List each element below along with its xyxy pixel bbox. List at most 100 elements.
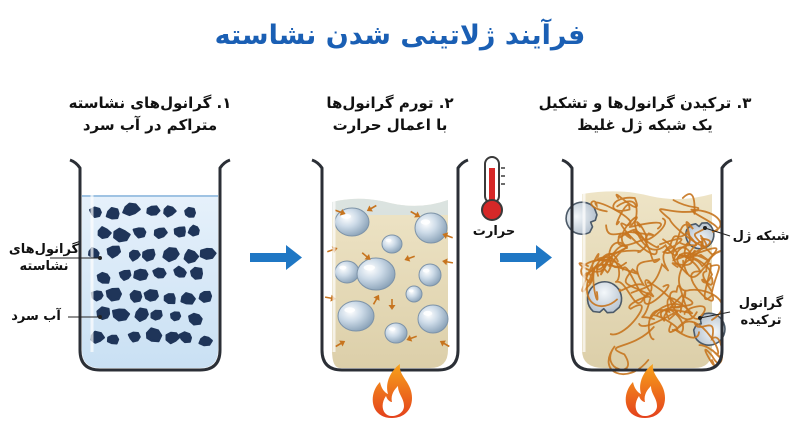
uptake-arrow bbox=[410, 210, 421, 218]
gel-strand bbox=[601, 221, 648, 274]
beaker-swelling bbox=[311, 158, 469, 372]
arrow-step-2-to-3 bbox=[500, 245, 552, 270]
uptake-arrow bbox=[366, 204, 377, 212]
starch-granule bbox=[199, 247, 217, 260]
starch-granule bbox=[105, 287, 122, 302]
starch-granule bbox=[152, 267, 167, 279]
starch-granule bbox=[112, 308, 131, 322]
starch-granule bbox=[129, 249, 141, 262]
swollen-granule bbox=[418, 263, 442, 287]
gel-strand bbox=[682, 240, 713, 300]
step-2-caption: ۲. تورم گرانول‌ها با اعمال حرارت bbox=[300, 92, 480, 136]
flame-icon bbox=[372, 364, 412, 418]
gel-strand bbox=[609, 295, 655, 336]
swollen-granule bbox=[381, 234, 403, 254]
starch-granule bbox=[146, 205, 161, 216]
label-starch-granules-line-2: نشاسته bbox=[19, 259, 69, 274]
starch-granule bbox=[198, 290, 213, 303]
starch-granule bbox=[187, 224, 200, 237]
starch-granule bbox=[162, 247, 180, 263]
starch-granule bbox=[106, 245, 121, 259]
starch-granule bbox=[178, 331, 192, 344]
gel-strand bbox=[607, 326, 655, 375]
starch-granule bbox=[134, 307, 149, 322]
starch-granule bbox=[127, 331, 141, 343]
uptake-arrow bbox=[442, 258, 454, 266]
gel-strand bbox=[608, 216, 662, 268]
starch-granule bbox=[97, 226, 112, 239]
starch-granule bbox=[188, 312, 203, 326]
starch-granule bbox=[163, 293, 176, 305]
starch-granule bbox=[142, 248, 156, 262]
swollen-granule bbox=[414, 212, 448, 244]
gel-strand bbox=[590, 200, 658, 255]
swollen-granules bbox=[334, 207, 449, 344]
gel-strand bbox=[676, 254, 720, 295]
swollen-granule bbox=[384, 322, 408, 344]
gel-strand bbox=[672, 199, 722, 233]
page-title: فرآیند ژلاتینی شدن نشاسته bbox=[214, 20, 586, 51]
starch-granule bbox=[190, 266, 203, 280]
gel-strand bbox=[612, 193, 638, 226]
burst-granule bbox=[565, 201, 598, 235]
label-starch-granules: گرانول‌های نشاسته bbox=[4, 241, 84, 275]
step-1-caption: ۱. گرانول‌های نشاسته متراکم در آب سرد bbox=[60, 92, 240, 136]
step-3-caption: ۳. ترکیدن گرانول‌ها و تشکیل یک شبکه ژل غ… bbox=[520, 92, 770, 136]
starch-granule bbox=[170, 311, 182, 322]
starch-granule bbox=[113, 227, 131, 243]
beaker-gel bbox=[561, 158, 733, 375]
starch-granule bbox=[122, 202, 141, 217]
uptake-arrow bbox=[335, 209, 346, 216]
uptake-arrow bbox=[406, 335, 417, 342]
starch-granules bbox=[88, 202, 217, 347]
gel-strand bbox=[659, 193, 708, 248]
gel-strand bbox=[596, 263, 655, 298]
starch-granule bbox=[150, 309, 163, 321]
swollen-granule bbox=[356, 257, 396, 291]
gel-strand bbox=[660, 290, 694, 323]
label-burst-granules-line-1: گرانول bbox=[738, 296, 784, 311]
starch-granule bbox=[145, 327, 163, 343]
starch-granule bbox=[133, 268, 149, 281]
gel-strand bbox=[659, 221, 694, 254]
starch-granule bbox=[173, 226, 186, 238]
step-1-line-1: ۱. گرانول‌های نشاسته bbox=[68, 94, 232, 112]
starch-granule bbox=[153, 227, 168, 239]
starch-granule bbox=[165, 331, 181, 345]
uptake-arrow bbox=[388, 299, 396, 310]
step-3-line-1: ۳. ترکیدن گرانول‌ها و تشکیل bbox=[538, 94, 752, 112]
gel-strand bbox=[678, 247, 724, 321]
starch-granule bbox=[106, 334, 120, 345]
gel-strand bbox=[647, 297, 694, 341]
step-2-line-2: با اعمال حرارت bbox=[332, 116, 448, 134]
gel-strand bbox=[669, 284, 706, 321]
starch-granule bbox=[132, 227, 147, 239]
label-starch-granules-line-1: گرانول‌های bbox=[8, 242, 80, 257]
label-gel-network: شبکه ژل bbox=[732, 229, 790, 244]
gel-strand bbox=[616, 200, 678, 256]
label-cold-water: آب سرد bbox=[11, 309, 61, 324]
starch-granule bbox=[129, 289, 143, 303]
gel-network bbox=[578, 193, 724, 375]
starch-granule bbox=[183, 249, 200, 264]
starch-granule bbox=[184, 206, 196, 218]
starch-granule bbox=[163, 205, 177, 218]
gel-strand bbox=[580, 258, 649, 308]
flame-icon bbox=[625, 364, 665, 418]
uptake-arrow bbox=[335, 340, 346, 348]
step-3-line-2: یک شبکه ژل غلیظ bbox=[577, 116, 713, 134]
starch-granule bbox=[96, 271, 111, 284]
starch-granule bbox=[173, 265, 187, 278]
swollen-granule bbox=[405, 285, 423, 303]
step-1-line-2: متراکم در آب سرد bbox=[82, 116, 218, 134]
label-burst-granules-line-2: ترکیده bbox=[740, 313, 782, 328]
uptake-arrow bbox=[361, 252, 371, 260]
starch-granule bbox=[105, 207, 120, 220]
label-heat: حرارت bbox=[472, 224, 516, 239]
uptake-arrow bbox=[442, 232, 453, 239]
starch-granule bbox=[198, 335, 213, 347]
starch-granule bbox=[143, 289, 159, 302]
swollen-granule bbox=[337, 300, 375, 332]
